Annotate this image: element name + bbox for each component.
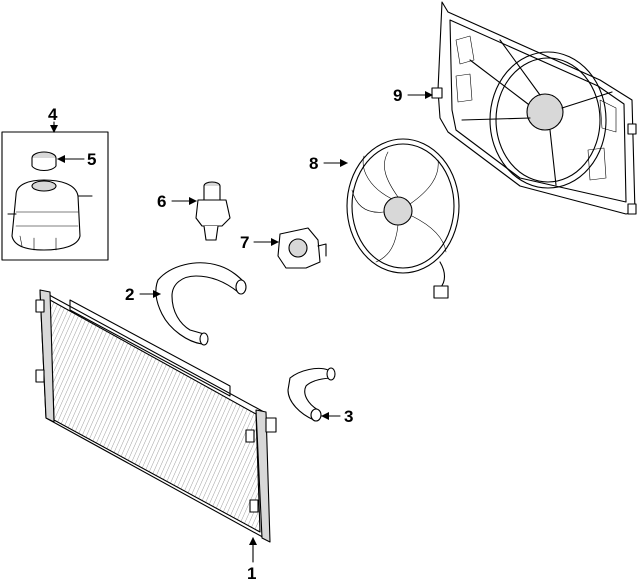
callout-number: 1	[247, 564, 256, 579]
thermostat-housing	[195, 181, 231, 241]
callout-3: 3	[321, 407, 353, 426]
callout-number: 6	[157, 192, 166, 211]
callout-8: 8	[309, 154, 348, 173]
reservoir-cap	[31, 151, 57, 172]
fan-shroud	[431, 1, 637, 215]
lower-hose	[287, 367, 336, 422]
callout-7: 7	[240, 233, 279, 252]
reservoir-assembly	[1, 131, 109, 261]
callout-number: 4	[48, 105, 58, 124]
callout-number: 2	[125, 285, 134, 304]
callout-5: 5	[57, 150, 96, 169]
water-outlet	[277, 227, 327, 269]
callout-number: 7	[240, 233, 249, 252]
callout-number: 8	[309, 154, 318, 173]
fan-assembly	[346, 138, 460, 299]
callout-number: 9	[393, 86, 402, 105]
callout-2: 2	[125, 285, 161, 304]
callout-9: 9	[393, 86, 433, 105]
upper-hose	[155, 262, 247, 346]
callout-number: 3	[344, 407, 353, 426]
callout-number: 5	[87, 150, 96, 169]
callout-6: 6	[157, 192, 197, 211]
callout-4: 4	[48, 105, 58, 133]
radiator	[35, 289, 277, 543]
callout-1: 1	[247, 537, 257, 579]
